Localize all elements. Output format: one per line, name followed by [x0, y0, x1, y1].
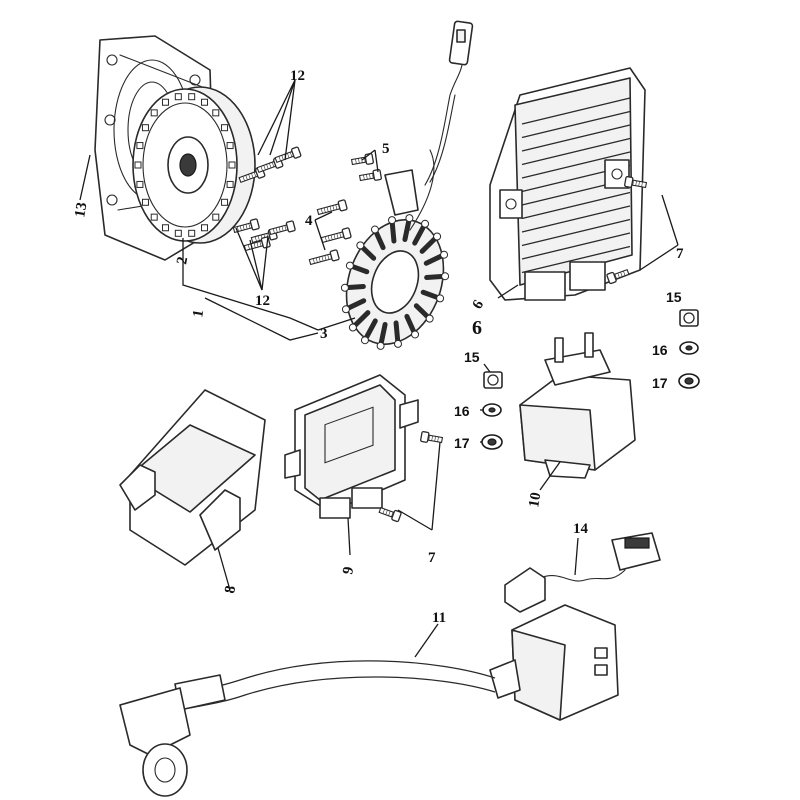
callout-12-lower: 12 — [255, 293, 270, 309]
callout-10: 10 — [526, 491, 544, 509]
callout-14: 14 — [573, 521, 589, 537]
hardware-stack-right — [678, 309, 700, 389]
part-10-coil-relay — [519, 332, 636, 479]
callout-1: 1 — [190, 309, 207, 319]
part-9-cdi-module — [284, 374, 419, 519]
part-11-ignition-coil — [119, 604, 619, 797]
callout-17-left: 17 — [454, 435, 470, 451]
part-7-screws-upper — [606, 176, 648, 285]
callout-16-left: 16 — [454, 403, 470, 419]
callout-15-right: 15 — [666, 289, 682, 305]
callout-6: 6 — [470, 297, 488, 312]
callout-13: 13 — [72, 201, 90, 219]
stator-wire-lead — [424, 20, 474, 186]
callout-15-left: 15 — [464, 349, 480, 365]
part-3-stator — [340, 149, 450, 350]
callout-5: 5 — [382, 141, 390, 157]
callout-11: 11 — [432, 610, 446, 626]
callout-9: 9 — [340, 566, 357, 576]
part-14-harness — [504, 532, 661, 613]
callout-labels: 1 2 3 4 5 6 6 7 7 8 9 10 11 12 12 13 14 … — [72, 68, 684, 626]
part-4-stator-screws — [308, 199, 352, 266]
leader-lines — [79, 79, 679, 658]
part-7-screws-lower — [378, 431, 444, 523]
callout-3: 3 — [320, 326, 328, 342]
callout-16-right: 16 — [652, 342, 668, 358]
callout-2: 2 — [174, 256, 191, 266]
part-12-bolts — [232, 146, 302, 252]
callout-6-bold: 6 — [472, 317, 482, 339]
callout-12-upper: 12 — [290, 68, 305, 84]
callout-7-lower: 7 — [428, 550, 436, 566]
callout-4: 4 — [305, 213, 313, 229]
callout-8: 8 — [222, 585, 239, 595]
part-8-relay-box — [119, 389, 266, 566]
hardware-stack-left — [481, 371, 503, 450]
callout-7-upper: 7 — [676, 246, 684, 262]
part-6-regulator-rectifier — [489, 67, 646, 301]
part-2-flywheel-rotor — [132, 86, 256, 244]
callout-17-right: 17 — [652, 375, 668, 391]
